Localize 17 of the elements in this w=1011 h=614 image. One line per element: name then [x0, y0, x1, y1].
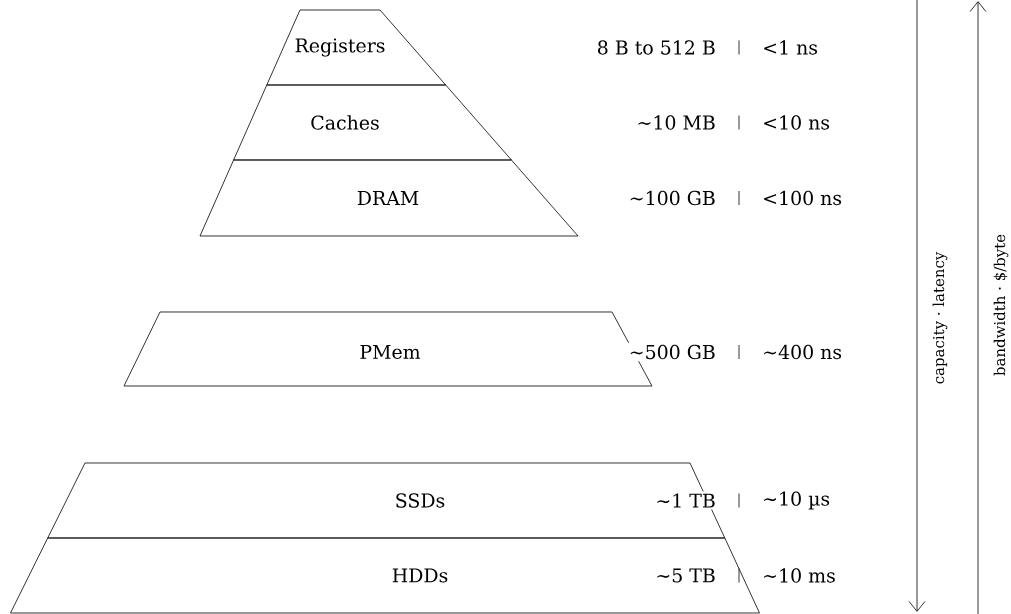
axis-label: bandwidth · $/byte: [993, 234, 1009, 376]
latency-label: <1 ns: [760, 38, 821, 57]
capacity-label: ∼100 GB: [626, 188, 718, 208]
latency-label: ∼400 ns: [760, 342, 845, 362]
pyramid-band: Registers: [266, 9, 447, 86]
latency-label: ∼10 ms: [760, 566, 838, 585]
latency-label: ∼10 µs: [760, 489, 833, 512]
pyramid-band: SSDs ∼1 TB: [47, 462, 726, 539]
axis-label: capacity · latency: [932, 251, 948, 384]
latency-label: <100 ns: [760, 188, 845, 208]
capacity-label: 8 B to 512 B: [594, 38, 718, 57]
pyramid-band: DRAM: [199, 159, 579, 237]
pyramid-band: HDDs ∼5 TB: [10, 537, 760, 614]
latency-label: <10 ns: [760, 113, 833, 132]
capacity-label: ∼10 MB: [634, 113, 718, 132]
capacity-label: ∼500 GB: [626, 342, 718, 362]
pyramid-band: Caches: [233, 84, 512, 161]
